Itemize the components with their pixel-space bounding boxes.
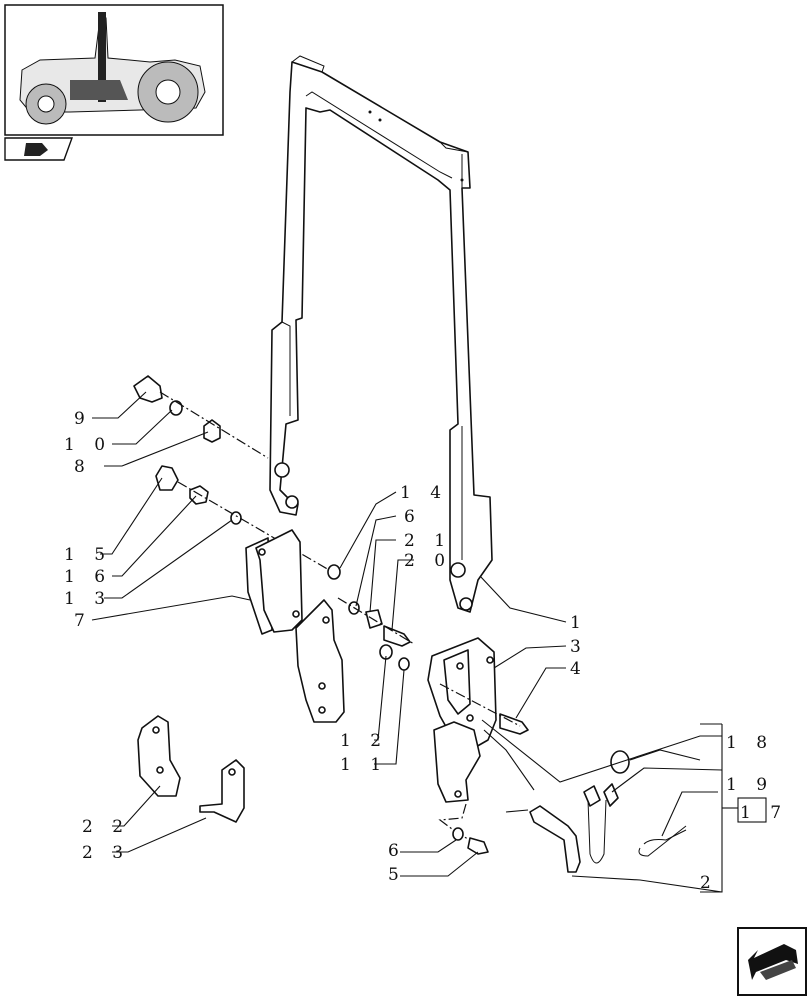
callout-9: 9 [74,409,92,429]
callout-18: 1 8 [726,733,774,753]
bolt-5 [467,837,489,855]
bolt-20 [383,625,411,647]
callout-21: 2 1 [404,531,452,551]
callout-3: 3 [570,637,588,657]
callout-19: 1 9 [726,775,774,795]
leader-lines [91,391,767,893]
knob-9 [133,375,163,403]
bolt-16 [189,485,209,505]
bracket-3 [427,637,497,749]
hair-pin-19 [638,825,687,857]
tractor-thumbnail-icon[interactable] [4,4,224,136]
callout-1: 1 [570,613,588,633]
bracket-23 [199,759,245,823]
bracket-left-lower [295,599,345,723]
callout-7: 7 [74,611,92,631]
sleeve-21 [365,609,383,629]
callout-22: 2 2 [82,817,130,837]
spacer-8 [203,419,221,443]
bracket-22 [137,715,181,797]
callout-2: 2 [700,873,718,893]
callout-11: 1 1 [340,755,388,775]
callout-12: 1 2 [340,731,388,751]
lock-pin-2 [529,805,581,873]
callout-8: 8 [74,457,92,477]
washer-11 [398,657,410,671]
bracket-7 [245,529,303,635]
bushing-14 [327,564,341,580]
callout-16: 1 6 [64,567,112,587]
callout-6-lower: 6 [388,841,406,861]
bracket-lower-right [433,721,481,803]
callout-4: 4 [570,659,588,679]
callout-14: 1 4 [400,483,448,503]
washer-6-bottom [452,827,464,841]
callout-17: 1 7 [740,803,788,823]
next-page-arrow-icon[interactable] [737,927,807,996]
callout-13: 1 3 [64,589,112,609]
section-tab-icon[interactable] [4,137,73,161]
callout-5: 5 [388,865,406,885]
callout-15: 1 5 [64,545,112,565]
callout-10: 1 0 [64,435,112,455]
knob-15 [155,465,179,491]
washer-10 [169,400,183,416]
rops-frame [269,55,493,613]
callout-6-upper: 6 [404,507,422,527]
callout-23: 2 3 [82,843,130,863]
clip-pins [583,783,619,864]
callout-20: 2 0 [404,551,452,571]
bolt-4 [499,713,529,735]
